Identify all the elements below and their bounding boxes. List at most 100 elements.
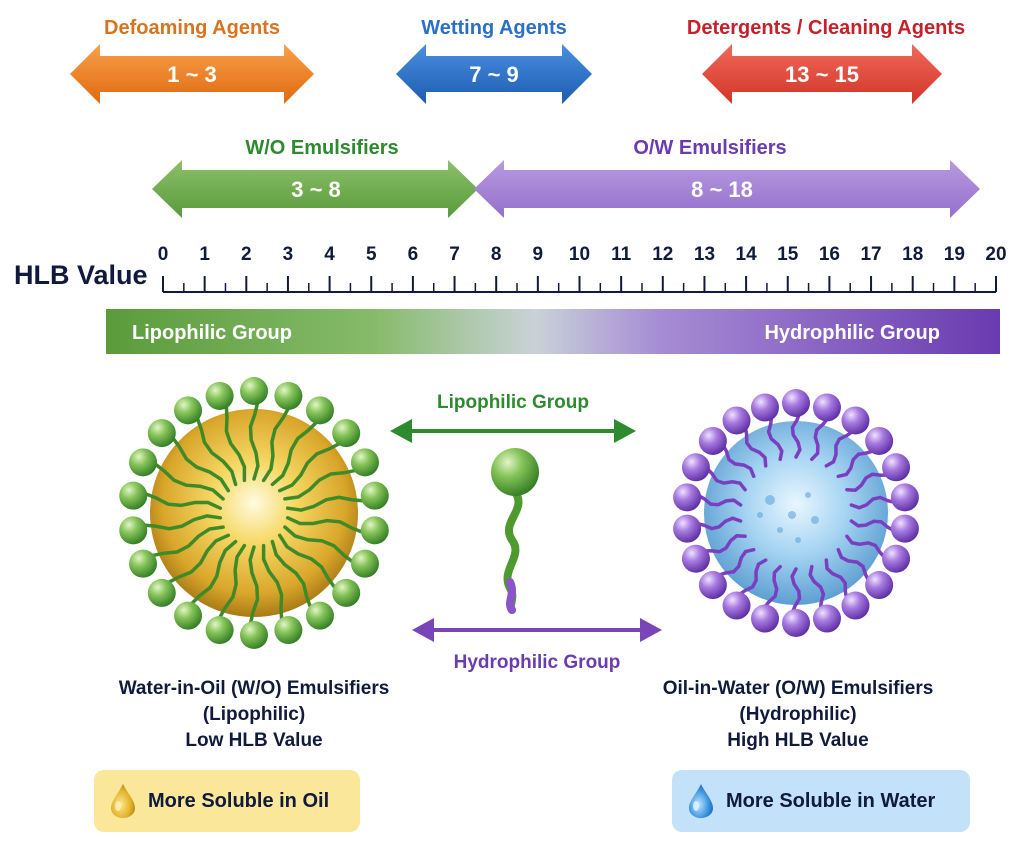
surfactant-tail [736,558,768,598]
surfactant-tail [704,465,747,492]
surfactant-head [360,481,389,510]
surfactant-tail [164,533,231,586]
surfactant-tail [194,414,238,487]
water-bubble [788,511,796,519]
surfactant-tail [766,413,784,462]
surfactant-head [205,616,234,645]
surfactant-tail [808,564,826,613]
surfactant-head [751,393,780,422]
surfactant-tail [270,418,320,487]
surfactant-tail [836,448,877,479]
surfactant-head [865,426,894,455]
surfactant-head [782,609,810,637]
left-caption-line1: Water-in-Oil (W/O) Emulsifiers [119,678,390,699]
surfactant-head [274,381,303,410]
surfactant-head [882,544,911,573]
water-bubble [805,492,811,498]
surfactant-tail [169,434,231,493]
tick-label: 3 [283,244,294,265]
surfactant-tail [743,424,768,468]
surfactant-head [332,419,361,448]
tick-label: 17 [860,244,881,265]
surfactant-tail [151,460,225,501]
molecule-head [491,448,539,496]
water-bubble [757,512,763,518]
surfactant-tail [224,402,247,483]
surfactant-head [205,381,234,410]
tick-label: 8 [491,244,502,265]
surfactant-tail [694,516,743,531]
surfactant-tail [216,543,247,622]
ow-emulsifiers-range: 8 ~ 18 [691,177,753,202]
wetting-range: 7 ~ 9 [469,62,519,87]
lipo-hydro-gradient-bar [106,309,1000,354]
surfactant-tail [845,534,888,561]
surfactant-tail [283,468,360,501]
ow-emulsifiers-arrow [474,160,980,218]
surfactant-tail [695,493,743,507]
molecule-hydrophilic-label: Hydrophilic Group [454,652,621,673]
surfactant-tail [277,440,344,493]
surfactant-tail [261,404,292,483]
surfactant-head [681,544,710,573]
molecule-lipophilic-label: Lipophilic Group [437,392,589,413]
ow-emulsifiers-label: O/W Emulsifiers [633,137,786,159]
tick-label: 16 [819,244,840,265]
surfactant-head [722,591,751,620]
surfactant-head [722,406,751,435]
water-solubility-text: More Soluble in Water [726,789,936,812]
water-drop-icon [689,784,713,818]
tick-label: 14 [736,244,758,265]
oil-drop-icon [111,784,135,818]
surfactant-head [147,419,176,448]
tick-label: 19 [944,244,965,265]
surfactant-head [812,393,841,422]
tick-label: 10 [569,244,590,265]
surfactant-head [698,571,727,600]
wo-emulsifiers-range: 3 ~ 8 [291,177,341,202]
gradient-left-label: Lipophilic Group [132,322,292,344]
detergents-label: Detergents / Cleaning Agents [687,17,965,39]
right-caption-line2: (Hydrophilic) [739,704,856,725]
surfactant-tail [701,534,747,554]
left-caption-line3: Low HLB Value [185,730,322,751]
surfactant-head [673,514,702,543]
oil-in-water-micelle [673,389,919,637]
surfactant-head [865,571,894,600]
tick-label: 20 [985,244,1006,265]
surfactant-tail [140,514,223,531]
surfactant-head [350,549,379,578]
surfactant-head [681,453,710,482]
wo-emulsifiers-arrow [152,160,478,218]
surfactant-head [782,389,810,417]
surfactant-head [119,516,148,545]
hydrophilic-double-arrow [412,618,662,642]
surfactant-head [174,601,203,630]
surfactant-head [119,481,148,510]
tick-label: 0 [158,244,169,265]
micelle-core [704,421,888,605]
surfactant-tail [810,416,830,462]
surfactant-head [240,377,268,405]
surfactant-tail [790,410,802,459]
surfactant-tail [849,495,898,510]
hlb-value-title: HLB Value [14,260,148,290]
tick-label: 12 [652,244,673,265]
defoaming-label: Defoaming Agents [104,17,280,39]
wo-emulsifiers-label: W/O Emulsifiers [245,137,398,159]
surfactant-tail [824,428,856,468]
tick-label: 13 [694,244,715,265]
tick-label: 2 [241,244,252,265]
surfactant-head [890,514,919,543]
surfactant-tail [248,398,260,481]
surfactant-head [751,604,780,633]
surfactant-tail [148,525,225,558]
surfactant-tail [845,472,891,492]
surfactant-head [129,549,158,578]
surfactant-tail [277,533,339,592]
surfactant-head [332,578,361,607]
tick-label: 1 [199,244,210,265]
surfactant-tail [188,539,238,608]
surfactant-head [147,578,176,607]
